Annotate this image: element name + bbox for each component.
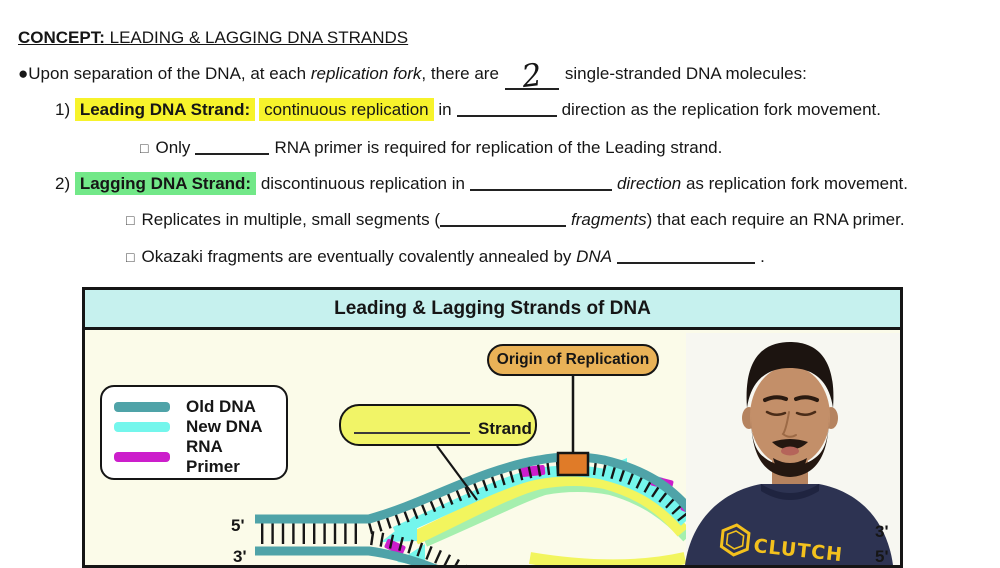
lagging-term: Lagging DNA Strand: [74, 172, 257, 195]
bullet-dot: ● [18, 64, 29, 83]
instructor-video: CLUTCH [685, 333, 900, 565]
closed-eye [765, 410, 787, 416]
lagging-sub2-blank [617, 247, 756, 264]
lagging-line: 2) Lagging DNA Strand: discontinuous rep… [55, 172, 908, 195]
shirt-collar [761, 484, 819, 500]
lagging-post: as replication fork movement. [681, 174, 908, 193]
lagging-sub1-em: fragments [571, 210, 647, 229]
lagging-sub1-post: ) that each require an RNA primer. [646, 210, 905, 229]
strand-pointer-line [436, 445, 478, 501]
handwritten-answer: 2 [519, 56, 544, 96]
diagram-title: Leading & Lagging Strands of DNA [85, 290, 900, 330]
intro-pre: Upon separation of the DNA, at each [28, 64, 311, 83]
origin-marker [556, 451, 590, 477]
instructor-shirt [685, 484, 893, 565]
end-label-3prime: 3' [875, 522, 889, 541]
lagging-sub1-blank [440, 210, 567, 227]
lower-bubble-band [529, 552, 687, 565]
intro-blank: 2 [504, 56, 559, 96]
strand-label-text: Strand [478, 419, 532, 438]
chin-beard [773, 458, 807, 475]
concept-heading: CONCEPT: LEADING & LAGGING DNA STRANDS [18, 28, 408, 48]
lagging-num: 2) [55, 174, 75, 193]
end-label-5prime: 5' [875, 547, 889, 565]
concept-label: CONCEPT: [18, 28, 105, 47]
closed-eye [795, 410, 817, 416]
square-bullet: □ [126, 212, 135, 228]
lagging-blank [469, 174, 612, 191]
dna-diagram-panel: 5' 3' CLUTCH [82, 287, 903, 568]
beard [751, 416, 829, 477]
lagging-mid: discontinuous replication in [256, 174, 465, 193]
legend-swatch [114, 402, 170, 412]
replication-fork-illustration: 5' 3' CLUTCH [231, 333, 900, 565]
legend-label: RNA Primer [186, 437, 240, 476]
leading-term: Leading DNA Strand: [74, 98, 256, 121]
concept-title: LEADING & LAGGING DNA STRANDS [104, 28, 409, 47]
new-dna-swatch [114, 422, 170, 432]
leading-strand-band [412, 472, 689, 545]
legend-label: Old DNA [186, 397, 256, 416]
leading-sub-line: □ Only RNA primer is required for replicat… [140, 138, 722, 158]
rna-primer [384, 538, 406, 556]
end-label-3prime: 3' [233, 547, 247, 565]
intro-line: ●Upon separation of the DNA, at each rep… [18, 56, 807, 96]
legend-swatch [114, 452, 170, 462]
mustache [772, 439, 808, 450]
lagging-sub2-post: . [760, 247, 765, 266]
leading-num: 1) [55, 100, 75, 119]
hexagon-logo-icon [719, 523, 751, 557]
legend-item-new-dna: New DNA [114, 417, 274, 437]
lagging-em: direction [616, 174, 682, 193]
origin-of-replication-label: Origin of Replication [487, 344, 659, 376]
lagging-sub1-line: □ Replicates in multiple, small segments … [126, 210, 905, 230]
instructor-face [750, 366, 830, 466]
leading-post: direction as the replication fork moveme… [561, 100, 881, 119]
leading-line: 1) Leading DNA Strand:continuous replica… [55, 98, 881, 121]
intro-em: replication fork [310, 64, 422, 83]
legend-swatch [114, 422, 170, 432]
leading-sub-pre: Only [155, 138, 191, 157]
strand-label-pill: Strand [339, 404, 537, 446]
instructor-hair [746, 342, 834, 408]
nose [781, 411, 797, 438]
square-bullet: □ [140, 140, 149, 156]
strand-label-blank [354, 432, 470, 434]
lagging-sub1-pre: Replicates in multiple, small segments ( [141, 210, 441, 229]
leading-sub-blank [195, 138, 270, 155]
legend-item-old-dna: Old DNA [114, 397, 274, 417]
intro-mid: , there are [421, 64, 499, 83]
eyebrow [763, 395, 788, 402]
square-bullet: □ [126, 249, 135, 265]
lagging-sub2-em: DNA [576, 247, 613, 266]
mouth [781, 446, 799, 456]
rna-primer-swatch [114, 452, 170, 462]
eyebrow [794, 395, 819, 402]
leading-mid: in [433, 100, 452, 119]
intro-post: single-stranded DNA molecules: [564, 64, 807, 83]
legend-item-rna-primer: RNA Primer [114, 437, 274, 477]
leading-highlight: continuous replication [259, 98, 434, 121]
lagging-sub2-line: □ Okazaki fragments are eventually covale… [126, 247, 765, 267]
base-pair-ticks [370, 531, 467, 565]
lagging-sub2-pre: Okazaki fragments are eventually covalen… [141, 247, 577, 266]
diagram-legend: Old DNA New DNA RNA Primer [100, 385, 288, 480]
old-dna-swatch [114, 402, 170, 412]
leading-blank [456, 100, 557, 117]
end-label-5prime: 5' [231, 516, 245, 535]
hexagon-inner-ring [725, 530, 745, 550]
leading-sub-post: RNA primer is required for replication o… [274, 138, 723, 157]
legend-label: New DNA [186, 417, 263, 436]
